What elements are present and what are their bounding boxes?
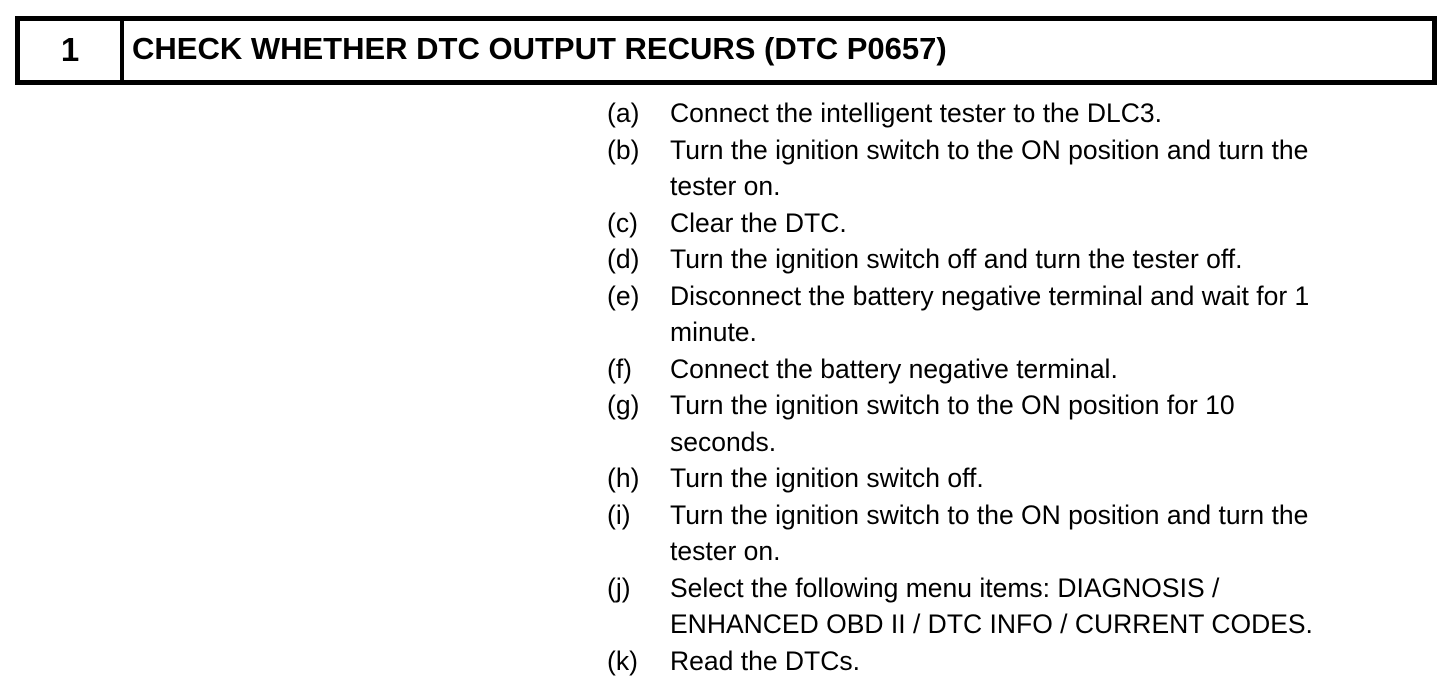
procedure-item-label: (j) — [607, 572, 631, 603]
procedure-item: (b) Turn the ignition switch to the ON p… — [607, 132, 1437, 205]
procedure-item: (i) Turn the ignition switch to the ON p… — [607, 497, 1437, 570]
procedure-item-text: Disconnect the battery negative terminal… — [670, 280, 1310, 348]
procedure-item-label: (i) — [607, 499, 631, 530]
procedure-item-label: (g) — [607, 390, 640, 420]
procedure-item: (f) Connect the battery negative termina… — [607, 351, 1437, 388]
procedure-item: (e) Disconnect the battery negative term… — [607, 278, 1437, 351]
procedure-item-label: (e) — [607, 280, 640, 311]
procedure-item-label: (a) — [607, 98, 640, 128]
procedure-item-text: Select the following menu items: DIAGNOS… — [670, 572, 1313, 640]
procedure-item-text: Clear the DTC. — [670, 207, 847, 238]
procedure-item-label: (c) — [607, 207, 638, 238]
procedure-list: (a) Connect the intelligent tester to th… — [607, 95, 1437, 679]
procedure-item: (d) Turn the ignition switch off and tur… — [607, 241, 1437, 278]
procedure-item-text: Turn the ignition switch to the ON posit… — [670, 390, 1235, 457]
procedure-item: (j) Select the following menu items: DIA… — [607, 570, 1437, 643]
step-title: CHECK WHETHER DTC OUTPUT RECURS (DTC P06… — [132, 30, 947, 66]
step-number: 1 — [20, 21, 124, 80]
procedure-item-text: Turn the ignition switch to the ON posit… — [670, 134, 1309, 202]
procedure-item-text: Connect the battery negative terminal. — [670, 353, 1118, 384]
procedure-item-text: Turn the ignition switch off. — [670, 463, 984, 493]
step-header: 1 CHECK WHETHER DTC OUTPUT RECURS (DTC P… — [15, 16, 1437, 85]
procedure-item: (g) Turn the ignition switch to the ON p… — [607, 387, 1437, 460]
procedure-item-label: (f) — [607, 353, 633, 384]
procedure-item-text: Read the DTCs. — [670, 645, 860, 676]
procedure-item: (c) Clear the DTC. — [607, 205, 1437, 242]
procedure-item-text: Connect the intelligent tester to the DL… — [670, 98, 1163, 128]
procedure-item: (h) Turn the ignition switch off. — [607, 460, 1437, 497]
procedure-item-label: (h) — [607, 463, 640, 493]
procedure-item: (a) Connect the intelligent tester to th… — [607, 95, 1437, 132]
procedure-item-label: (b) — [607, 134, 640, 165]
procedure-item-text: Turn the ignition switch off and turn th… — [670, 244, 1243, 274]
procedure-item-label: (d) — [607, 244, 640, 274]
procedure-item-label: (k) — [607, 645, 638, 676]
procedure-item: (k) Read the DTCs. — [607, 643, 1437, 680]
procedure-item-text: Turn the ignition switch to the ON posit… — [670, 499, 1309, 567]
